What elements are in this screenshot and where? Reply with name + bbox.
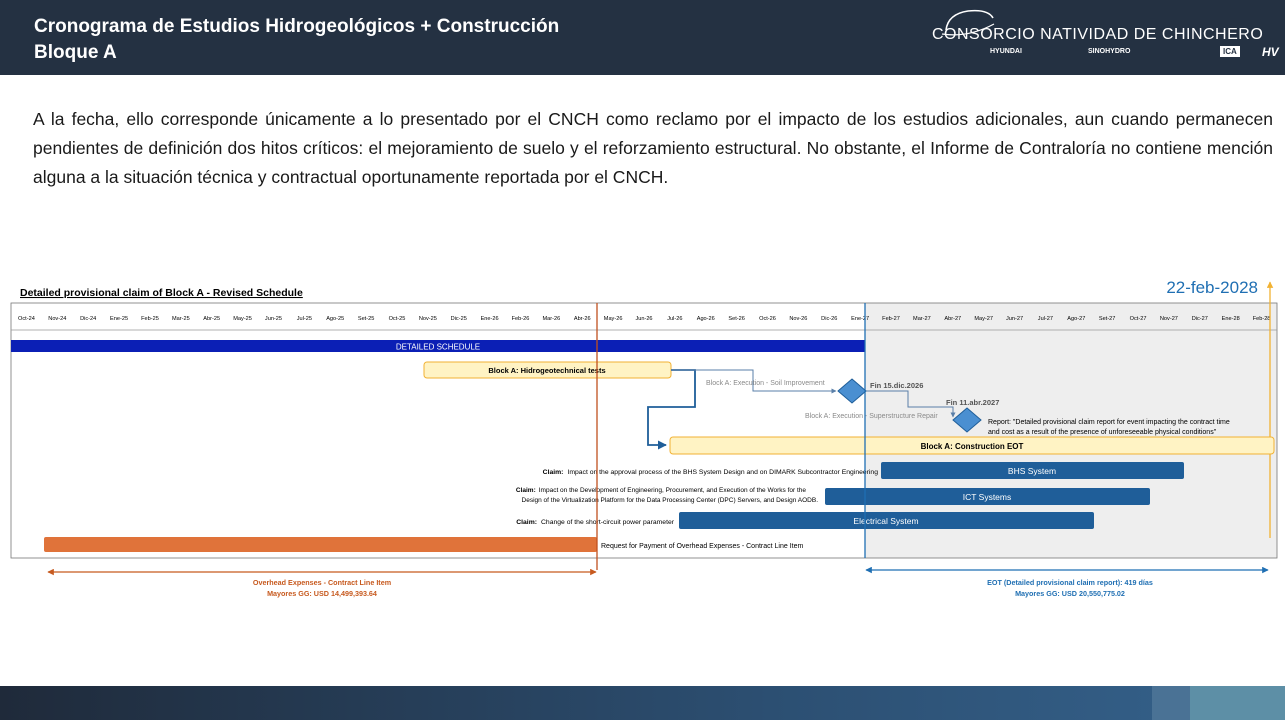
claim-electrical: Claim: Change of the short-circuit power … <box>516 519 674 526</box>
month-label: Mar-25 <box>172 316 190 322</box>
ict-bar <box>825 488 1150 505</box>
bhs-bar <box>881 462 1184 479</box>
soil-to-superstructure-connector <box>866 390 956 418</box>
hydro-tests-label: Block A: Hidrogeotechnical tests <box>488 366 605 375</box>
body-paragraph: A la fecha, ello corresponde únicamente … <box>33 109 1273 187</box>
month-label: Abr-26 <box>574 316 591 322</box>
month-label: Abr-25 <box>203 316 220 322</box>
company-logo: CONSORCIO NATIVIDAD DE CHINCHERO HYUNDAI… <box>928 8 1280 68</box>
month-label: Dic-26 <box>821 316 837 322</box>
month-label: Ene-26 <box>481 316 499 322</box>
claim-bhs-text: Impact on the approval process of the BH… <box>567 469 878 476</box>
end-date-label: 22-feb-2028 <box>1166 278 1258 297</box>
footer-bar <box>0 686 1285 720</box>
footer-accent-1 <box>1152 686 1190 720</box>
gantt-title: Detailed provisional claim of Block A - … <box>20 287 303 299</box>
report-label-line1: Report: "Detailed provisional claim repo… <box>988 419 1230 426</box>
milestone-soil-diamond <box>837 378 867 404</box>
month-label: Abr-27 <box>944 316 961 322</box>
superstructure-repair-label: Block A: Execution - Superstructure Repa… <box>805 413 938 420</box>
month-label: Oct-27 <box>1130 316 1147 322</box>
claim-ict-prefix: Claim: <box>516 487 536 494</box>
month-label: May-26 <box>604 316 623 322</box>
gantt-chart: Oct-24 Nov-24 Dic-24 Ene-25 Feb-25 Mar-25 Abr-… <box>10 278 1278 598</box>
month-label: Dic-25 <box>451 316 467 322</box>
overhead-summary-line2: Mayores GG: USD 14,499,393.64 <box>267 589 377 598</box>
claim-electrical-prefix: Claim: <box>516 519 537 526</box>
milestone-soil-label: Fin 15.dic.2026 <box>870 381 923 390</box>
month-label: Feb-28 <box>1253 316 1271 322</box>
month-label: Ene-27 <box>851 316 869 322</box>
eot-summary-line1: EOT (Detailed provisional claim report):… <box>987 578 1153 587</box>
claim-bhs: Claim:Impact on the approval process of … <box>543 469 879 476</box>
hydro-to-eot-connector <box>647 369 696 450</box>
month-label: Oct-26 <box>759 316 776 322</box>
eot-summary-line2: Mayores GG: USD 20,550,775.02 <box>1015 589 1125 598</box>
month-label: Mar-26 <box>543 316 561 322</box>
month-label: Oct-25 <box>389 316 406 322</box>
logo-ica: ICA <box>1220 46 1240 57</box>
page-title: Cronograma de Estudios Hidrogeológicos +… <box>34 14 559 66</box>
month-label: Nov-24 <box>48 316 66 322</box>
page-title-line1: Cronograma de Estudios Hidrogeológicos +… <box>34 16 560 37</box>
logo-swoosh-icon <box>941 9 995 36</box>
overhead-summary-line1: Overhead Expenses - Contract Line Item <box>253 578 391 587</box>
footer-accent-2 <box>1190 686 1285 720</box>
detailed-schedule-label: DETAILED SCHEDULE <box>396 343 480 352</box>
electrical-label: Electrical System <box>853 516 918 526</box>
detailed-schedule-bar <box>11 340 865 352</box>
logo-hyundai: HYUNDAI <box>990 48 1022 55</box>
month-label: Jun-26 <box>635 316 652 322</box>
claim-electrical-text: Change of the short-circuit power parame… <box>541 519 675 526</box>
month-label: May-25 <box>233 316 252 322</box>
milestone-superstructure-label: Fin 11.abr.2027 <box>946 398 999 407</box>
month-label: May-27 <box>974 316 993 322</box>
month-label: Ene-28 <box>1222 316 1240 322</box>
month-label: Dic-27 <box>1192 316 1208 322</box>
month-label: Ene-25 <box>110 316 128 322</box>
month-label: Feb-26 <box>512 316 530 322</box>
month-label: Feb-25 <box>141 316 159 322</box>
construction-eot-label: Block A: Construction EOT <box>921 442 1024 451</box>
overhead-request-label: Request for Payment of Overhead Expenses… <box>601 543 803 550</box>
month-label: Jul-26 <box>667 316 682 322</box>
overhead-bar <box>44 537 597 552</box>
claim-ict-line1: Claim:Impact on the Development of Engin… <box>516 487 807 494</box>
month-label: Jun-25 <box>265 316 282 322</box>
month-label: Mar-27 <box>913 316 931 322</box>
page-title-line2: Bloque A <box>34 42 117 63</box>
soil-improvement-label: Block A: Execution - Soil Improvement <box>706 380 825 387</box>
month-label: Nov-26 <box>789 316 807 322</box>
bhs-label: BHS System <box>1008 466 1056 476</box>
month-label: Jun-27 <box>1006 316 1023 322</box>
month-label: Ago-27 <box>1067 316 1085 322</box>
milestone-superstructure-diamond <box>952 407 982 433</box>
month-label: Nov-27 <box>1160 316 1178 322</box>
month-label: Nov-25 <box>419 316 437 322</box>
claim-ict-line2: Design of the Virtualization Platform fo… <box>522 497 819 504</box>
month-axis: Oct-24 Nov-24 Dic-24 Ene-25 Feb-25 Mar-25 Abr-… <box>18 316 1270 322</box>
chart-frame <box>10 302 1278 559</box>
month-label: Set-26 <box>728 316 744 322</box>
month-label: Feb-27 <box>882 316 900 322</box>
electrical-bar <box>679 512 1094 529</box>
logo-main-text: CONSORCIO NATIVIDAD DE CHINCHERO <box>932 26 1264 43</box>
construction-eot-bar <box>669 436 1275 455</box>
month-label: Dic-24 <box>80 316 96 322</box>
month-label: Jul-25 <box>297 316 312 322</box>
claim-bhs-prefix: Claim: <box>543 469 564 476</box>
logo-hv: HV <box>1262 45 1279 59</box>
header-bar: Cronograma de Estudios Hidrogeológicos +… <box>0 0 1285 75</box>
month-label: Jul-27 <box>1038 316 1053 322</box>
ict-label: ICT Systems <box>963 492 1012 502</box>
report-label-line2: and cost as a result of the presence of … <box>988 429 1217 436</box>
logo-sinohydro: SINOHYDRO <box>1088 48 1131 55</box>
hydro-to-soil-connector <box>671 369 837 394</box>
month-label: Set-27 <box>1099 316 1115 322</box>
claim-ict-text1: Impact on the Development of Engineering… <box>539 487 807 494</box>
month-label: Ago-25 <box>326 316 344 322</box>
month-label: Ago-26 <box>697 316 715 322</box>
month-label: Set-25 <box>358 316 374 322</box>
month-label: Oct-24 <box>18 316 35 322</box>
